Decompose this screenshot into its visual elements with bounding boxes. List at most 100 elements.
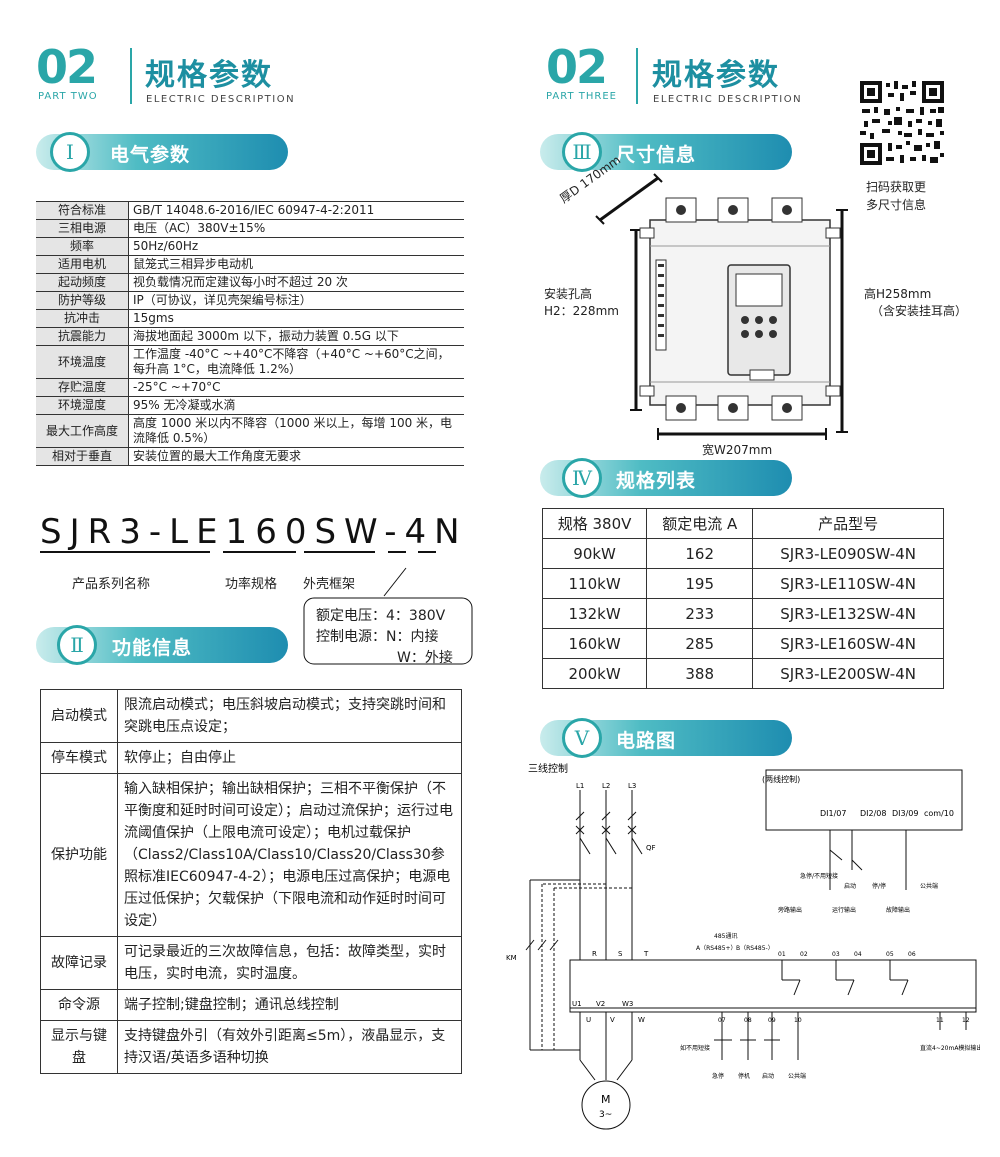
u-terminal: U	[586, 1016, 591, 1024]
param-key: 三相电源	[36, 219, 129, 238]
param-key: 存贮温度	[36, 378, 129, 397]
table-cell: 233	[646, 598, 754, 629]
qr-caption: 扫码获取更	[866, 180, 927, 194]
part-two-number: 02	[36, 40, 98, 94]
header-divider	[130, 48, 132, 104]
qr-code[interactable]	[858, 79, 946, 167]
section-numeral: Ⅴ	[562, 718, 602, 758]
motor-phase: 3~	[599, 1110, 612, 1120]
param-value: -25°C ~+70°C	[128, 378, 464, 397]
run-label: 运行输出	[832, 906, 856, 914]
power-label: 功率规格	[225, 577, 278, 592]
model-code-annotations	[40, 551, 473, 665]
section-title: 尺寸信息	[616, 144, 697, 166]
common-vertical-label: 公共端	[920, 882, 938, 890]
device-drawing	[595, 173, 848, 440]
three-wire-label: 三线控制	[528, 762, 568, 775]
t-terminal: T	[643, 950, 649, 958]
param-key: 频率	[36, 237, 129, 256]
param-key: 起动频度	[36, 273, 129, 292]
table-cell: 162	[646, 538, 754, 569]
table-row: 启动模式限流启动模式；电压斜坡启动模式；支持突跳时间和突跳电压点设定；	[40, 689, 462, 743]
width-label: 宽W207mm	[702, 443, 773, 457]
start-vertical-label: 启动	[844, 882, 856, 890]
terminal-09: 09	[768, 1017, 776, 1024]
section-title: 电气参数	[110, 144, 191, 166]
bypass-label: 旁路输出	[778, 906, 802, 914]
terminal-04: 04	[854, 951, 862, 958]
page-subtitle: ELECTRIC DESCRIPTION	[146, 94, 296, 105]
w-terminal: W	[638, 1016, 645, 1024]
param-value: 15gms	[128, 309, 464, 328]
param-key: 适用电机	[36, 255, 129, 274]
terminal-07: 07	[718, 1017, 726, 1024]
l3-label: L3	[628, 782, 636, 790]
section-numeral: Ⅲ	[562, 132, 602, 172]
terminal-12: 12	[962, 1017, 970, 1024]
param-value: 安装位置的最大工作角度无要求	[128, 447, 464, 466]
table-cell: SJR3-LE090SW-4N	[752, 538, 944, 569]
table-row: 相对于垂直安装位置的最大工作角度无要求	[36, 447, 464, 466]
terminal-03: 03	[832, 951, 840, 958]
v-terminal: V	[610, 1016, 615, 1024]
table-cell: 110kW	[541, 568, 648, 599]
control-note: 控制电源：N：内接	[316, 629, 439, 645]
table-row: 故障记录可记录最近的三次故障信息，包括：故障类型，实时电压，实时电流，实时温度。	[40, 936, 462, 990]
table-cell: 195	[646, 568, 754, 599]
page-title: 规格参数	[652, 58, 780, 93]
part-three-label: PART THREE	[546, 91, 617, 102]
table-cell: 285	[646, 628, 754, 659]
table-cell: 200kW	[541, 658, 648, 689]
table-row: 三相电源电压（AC）380V±15%	[36, 219, 464, 238]
param-key: 环境温度	[36, 345, 129, 379]
rs485-a-label: A（RS485+）	[696, 945, 737, 952]
param-value: 50Hz/60Hz	[128, 237, 464, 256]
fault-label: 故障输出	[886, 906, 910, 914]
table-cell: 132kW	[541, 598, 648, 629]
hole-height-label: 安装孔高	[544, 287, 593, 301]
column-header: 规格 380V	[541, 508, 648, 539]
height-note: （含安装挂耳高）	[871, 304, 968, 318]
function-value: 可记录最近的三次故障信息，包括：故障类型，实时电压，实时电流，实时温度。	[117, 936, 462, 990]
estop-vertical-label: 急停/不用短接	[800, 872, 838, 880]
column-header: 产品型号	[752, 508, 944, 539]
function-key: 停车模式	[40, 742, 118, 774]
function-key: 保护功能	[40, 773, 118, 937]
section-numeral: Ⅳ	[562, 458, 602, 498]
param-value: 视负载情况而定建议每小时不超过 20 次	[128, 273, 464, 292]
no-short-label: 如不用短接	[680, 1044, 710, 1052]
start-label: 启动	[762, 1072, 774, 1080]
control-note-external: W：外接	[397, 650, 453, 666]
two-wire-label: (两线控制)	[762, 774, 800, 784]
terminal-06: 06	[908, 951, 916, 958]
circuit-diagram: 三线控制 (两线控制) L1 L2 L3 QF KM R S T U1 V2 W…	[506, 762, 980, 1130]
model-code: SJR3-LE160SW-4N	[40, 512, 468, 552]
column-header: 额定电流 A	[646, 508, 754, 539]
di2-label: DI2/08	[860, 809, 886, 818]
frame-label: 外壳框架	[303, 577, 356, 592]
table-row: 抗震能力海拔地面起 3000m 以下，振动力装置 0.5G 以下	[36, 327, 464, 346]
function-key: 故障记录	[40, 936, 118, 990]
com-label: com/10	[924, 809, 954, 818]
table-row: 适用电机鼠笼式三相异步电动机	[36, 255, 464, 274]
section-title: 功能信息	[112, 637, 193, 659]
param-value: 鼠笼式三相异步电动机	[128, 255, 464, 274]
table-row: 最大工作高度高度 1000 米以内不降容（1000 米以上，每增 100 米，电…	[36, 414, 464, 448]
section-title: 规格列表	[616, 470, 697, 492]
param-value: 95% 无冷凝或水滴	[128, 396, 464, 415]
stop-label: 停机	[738, 1072, 750, 1080]
table-cell: 160kW	[541, 628, 648, 659]
param-value: 海拔地面起 3000m 以下，振动力装置 0.5G 以下	[128, 327, 464, 346]
part-three-number: 02	[546, 40, 608, 94]
l2-label: L2	[602, 782, 610, 790]
s-terminal: S	[618, 950, 623, 958]
param-key: 防护等级	[36, 291, 129, 310]
hole-height-value: H2：228mm	[544, 304, 619, 318]
